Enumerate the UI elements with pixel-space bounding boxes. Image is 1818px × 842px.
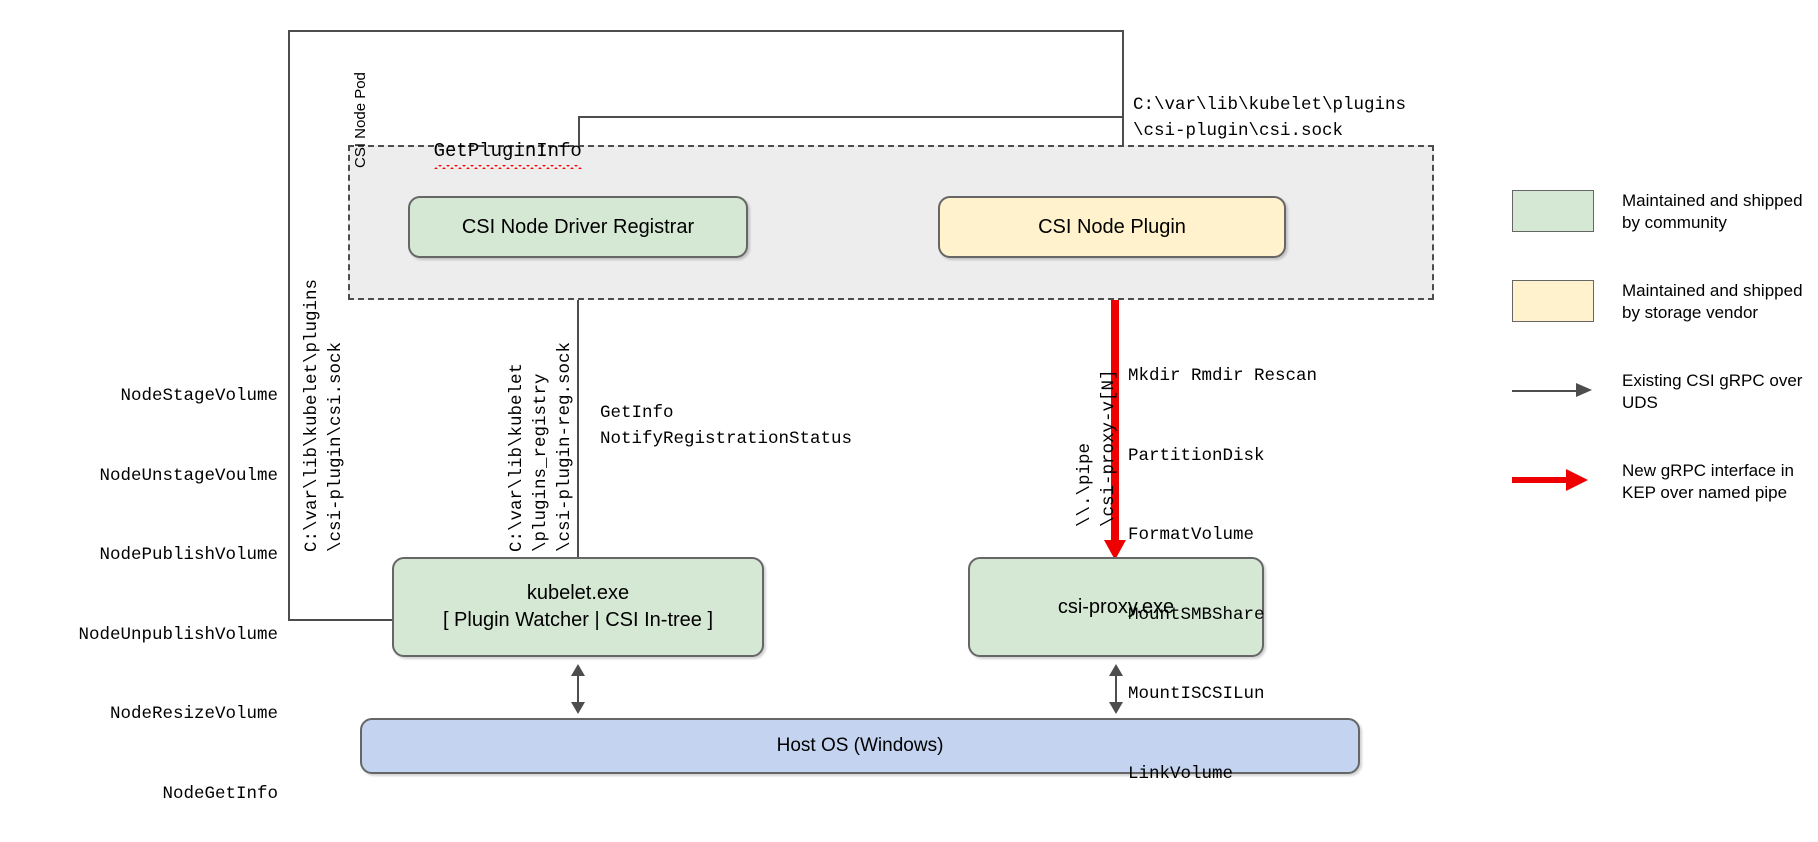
legend-item-existing-grpc: Existing CSI gRPC over UDS: [1512, 370, 1812, 414]
node-kubelet-exe[interactable]: kubelet.exe [ Plugin Watcher | CSI In-tr…: [392, 557, 764, 657]
node-csi-node-driver-registrar[interactable]: CSI Node Driver Registrar: [408, 196, 748, 258]
label-named-pipe-rotated: \\.\pipe \csi-proxy-v[N]: [1075, 369, 1119, 527]
connector-getplugininfo-horizontal: [578, 116, 1124, 118]
legend-item-storage-vendor: Maintained and shipped by storage vendor: [1512, 280, 1812, 324]
arrowhead-hostos-down-left: [571, 702, 585, 714]
node-host-os-label: Host OS (Windows): [776, 735, 944, 757]
arrowhead-csiproxy-up: [1109, 664, 1123, 676]
csi-proxy-rpc-item: FormatVolume: [1128, 525, 1255, 545]
connector-outer-bottom: [288, 619, 394, 621]
legend-item-community: Maintained and shipped by community: [1512, 190, 1812, 234]
csi-proxy-rpc-item: MountSMBShare: [1128, 604, 1265, 625]
node-csi-proxy-exe[interactable]: csi-proxy.exe: [968, 557, 1264, 657]
connector-outer-top: [288, 30, 1124, 32]
csi-proxy-rpc-item: PartitionDisk: [1128, 445, 1265, 466]
connector-kubelet-to-registrar: [577, 268, 579, 557]
node-kubelet-exe-sublabel: [ Plugin Watcher | CSI In-tree ]: [442, 609, 714, 631]
csi-proxy-rpc-item: Mkdir Rmdir Rescan: [1128, 366, 1318, 386]
label-csi-plugin-sock-path: C:\var\lib\kubelet\plugins \csi-plugin\c…: [1133, 95, 1407, 141]
connector-kubelet-hostos: [577, 672, 579, 704]
csi-node-rpc-item: NodeResizeVolume: [109, 704, 278, 724]
csi-node-pod-label: CSI Node Pod: [352, 72, 369, 168]
arrowhead-hostos-down-right: [1109, 702, 1123, 714]
csi-node-rpc-item: NodeUnstageVoulme: [99, 465, 278, 486]
node-kubelet-exe-label: kubelet.exe: [526, 582, 630, 604]
connector-csiproxy-hostos: [1115, 672, 1117, 704]
legend-item-existing-grpc-label: Existing CSI gRPC over UDS: [1622, 371, 1803, 412]
arrowhead-red-down: [1104, 540, 1126, 560]
legend-arrow-red-icon: [1512, 460, 1594, 502]
csi-node-rpc-item: NodePublishVolume: [99, 545, 278, 565]
list-csi-node-rpcs: NodeStageVolume NodeUnstageVoulme NodePu…: [24, 330, 278, 842]
label-getplugininfo-text: GetPluginInfo: [433, 140, 583, 169]
legend-item-new-grpc: New gRPC interface in KEP over named pip…: [1512, 460, 1812, 504]
csi-node-rpc-item: NodeUnpublishVolume: [78, 624, 278, 645]
node-csi-node-driver-registrar-label: CSI Node Driver Registrar: [461, 215, 695, 238]
legend-swatch-yellow-icon: [1512, 280, 1594, 322]
csi-proxy-rpc-item: MountISCSILun: [1128, 684, 1265, 704]
node-csi-node-plugin[interactable]: CSI Node Plugin: [938, 196, 1286, 258]
label-plugins-registry-sock-path-rotated: C:\var\lib\kubelet \plugins_registry \cs…: [507, 341, 575, 552]
connector-red-nodeplugin-to-csiproxy: [1111, 258, 1119, 543]
legend-item-storage-vendor-label: Maintained and shipped by storage vendor: [1622, 281, 1803, 322]
csi-node-rpc-item: NodeStageVolume: [120, 386, 278, 406]
legend: Maintained and shipped by community Main…: [1512, 190, 1812, 550]
legend-swatch-green-icon: [1512, 190, 1594, 232]
node-host-os[interactable]: Host OS (Windows): [360, 718, 1360, 774]
arrowhead-kubelet-up: [571, 664, 585, 676]
legend-arrow-grey-icon: [1512, 370, 1594, 412]
legend-item-community-label: Maintained and shipped by community: [1622, 191, 1803, 232]
node-csi-node-plugin-label: CSI Node Plugin: [1038, 215, 1186, 238]
label-kubelet-csi-sock-path-rotated: C:\var\lib\kubelet\plugins \csi-plugin\c…: [302, 278, 346, 552]
list-csi-proxy-rpcs: Mkdir Rmdir Rescan PartitionDisk FormatV…: [1128, 310, 1317, 842]
node-csi-proxy-exe-label: csi-proxy.exe: [1057, 595, 1175, 618]
label-registrar-calls: GetInfo NotifyRegistrationStatus: [600, 403, 853, 449]
csi-proxy-rpc-item: LinkVolume: [1128, 763, 1234, 784]
label-getplugininfo: GetPluginInfo: [388, 112, 583, 190]
csi-node-rpc-item: NodeGetInfo: [162, 783, 278, 804]
connector-outer-left: [288, 30, 290, 621]
legend-item-new-grpc-label: New gRPC interface in KEP over named pip…: [1622, 461, 1794, 502]
